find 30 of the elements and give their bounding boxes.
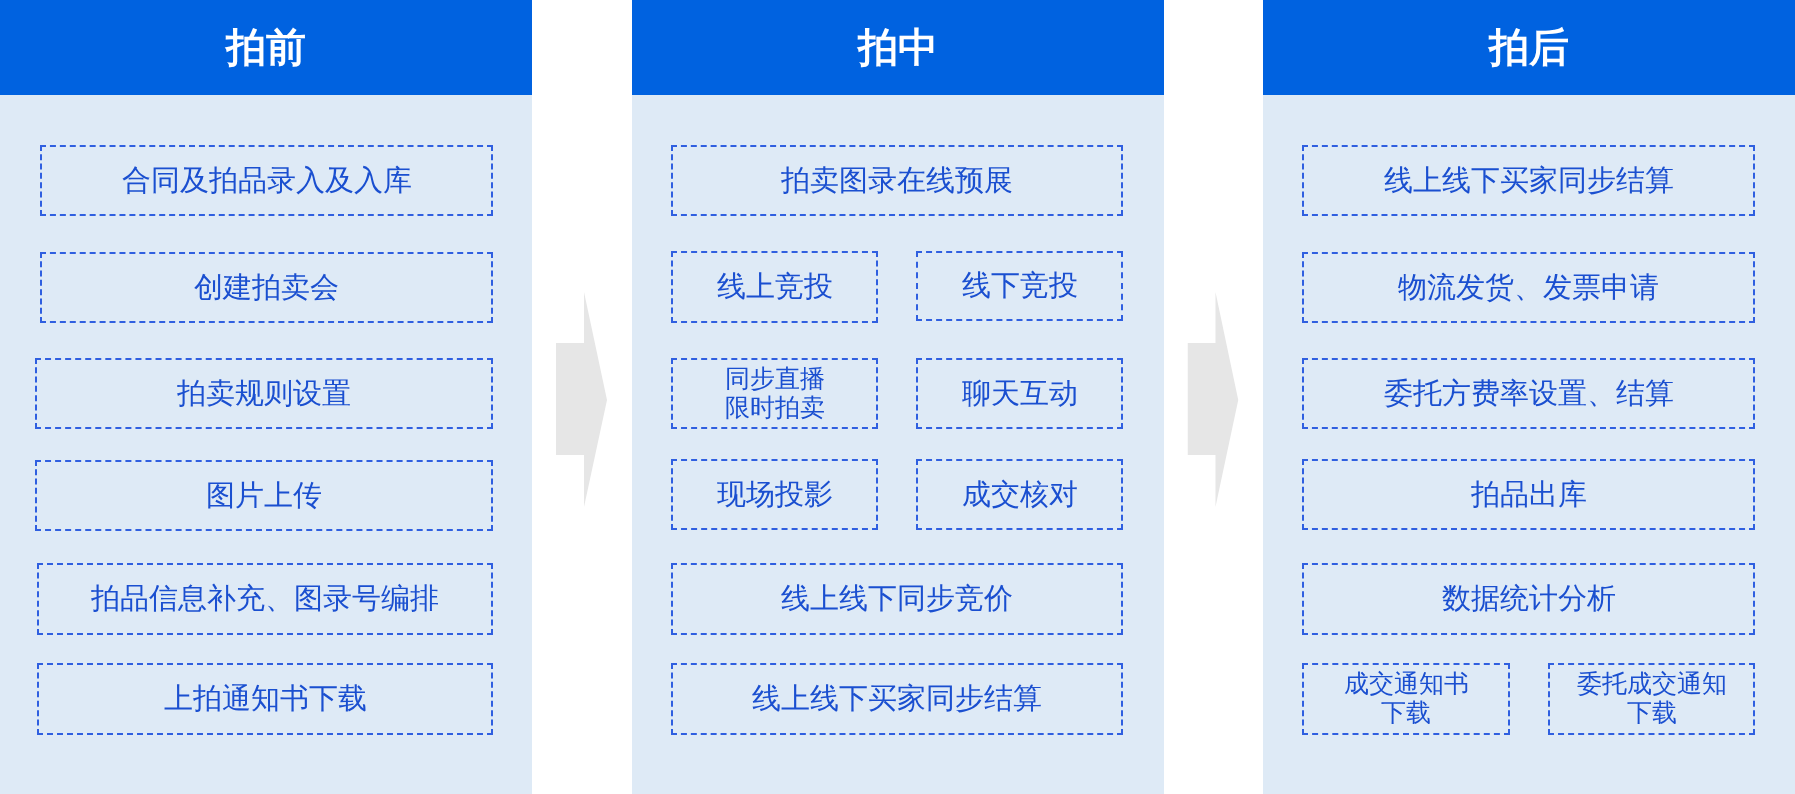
- step-box: 成交核对: [916, 459, 1123, 530]
- step-box: 线上竞投: [671, 251, 878, 323]
- step-box: 成交通知书下载: [1302, 663, 1510, 735]
- step-box: 同步直播限时拍卖: [671, 358, 878, 429]
- arrow: [556, 292, 607, 507]
- step-box: 线上线下买家同步结算: [1302, 145, 1755, 216]
- step-box: 数据统计分析: [1302, 563, 1755, 635]
- step-box: 合同及拍品录入及入库: [40, 145, 493, 216]
- step-box: 线上线下同步竞价: [671, 563, 1123, 635]
- column-panel: [0, 0, 532, 794]
- step-box: 线上线下买家同步结算: [671, 663, 1123, 735]
- step-box: 聊天互动: [916, 358, 1123, 429]
- step-box: 拍卖图录在线预展: [671, 145, 1123, 216]
- arrow: [1187, 292, 1239, 507]
- step-box: 委托成交通知下载: [1548, 663, 1755, 735]
- step-box: 创建拍卖会: [40, 252, 493, 323]
- column-panel: [1263, 0, 1795, 794]
- step-box: 图片上传: [35, 460, 493, 531]
- column-header: 拍后: [1263, 0, 1795, 95]
- step-box: 物流发货、发票申请: [1302, 252, 1755, 323]
- step-box: 拍卖规则设置: [35, 358, 493, 429]
- column-header: 拍中: [632, 0, 1164, 95]
- column-panel: [632, 0, 1164, 794]
- step-box: 上拍通知书下载: [37, 663, 493, 735]
- step-box: 委托方费率设置、结算: [1302, 358, 1755, 429]
- step-box: 现场投影: [671, 459, 878, 530]
- step-box: 拍品信息补充、图录号编排: [37, 563, 493, 635]
- step-box: 拍品出库: [1302, 459, 1755, 530]
- step-box: 线下竞投: [916, 251, 1123, 321]
- column-header: 拍前: [0, 0, 532, 95]
